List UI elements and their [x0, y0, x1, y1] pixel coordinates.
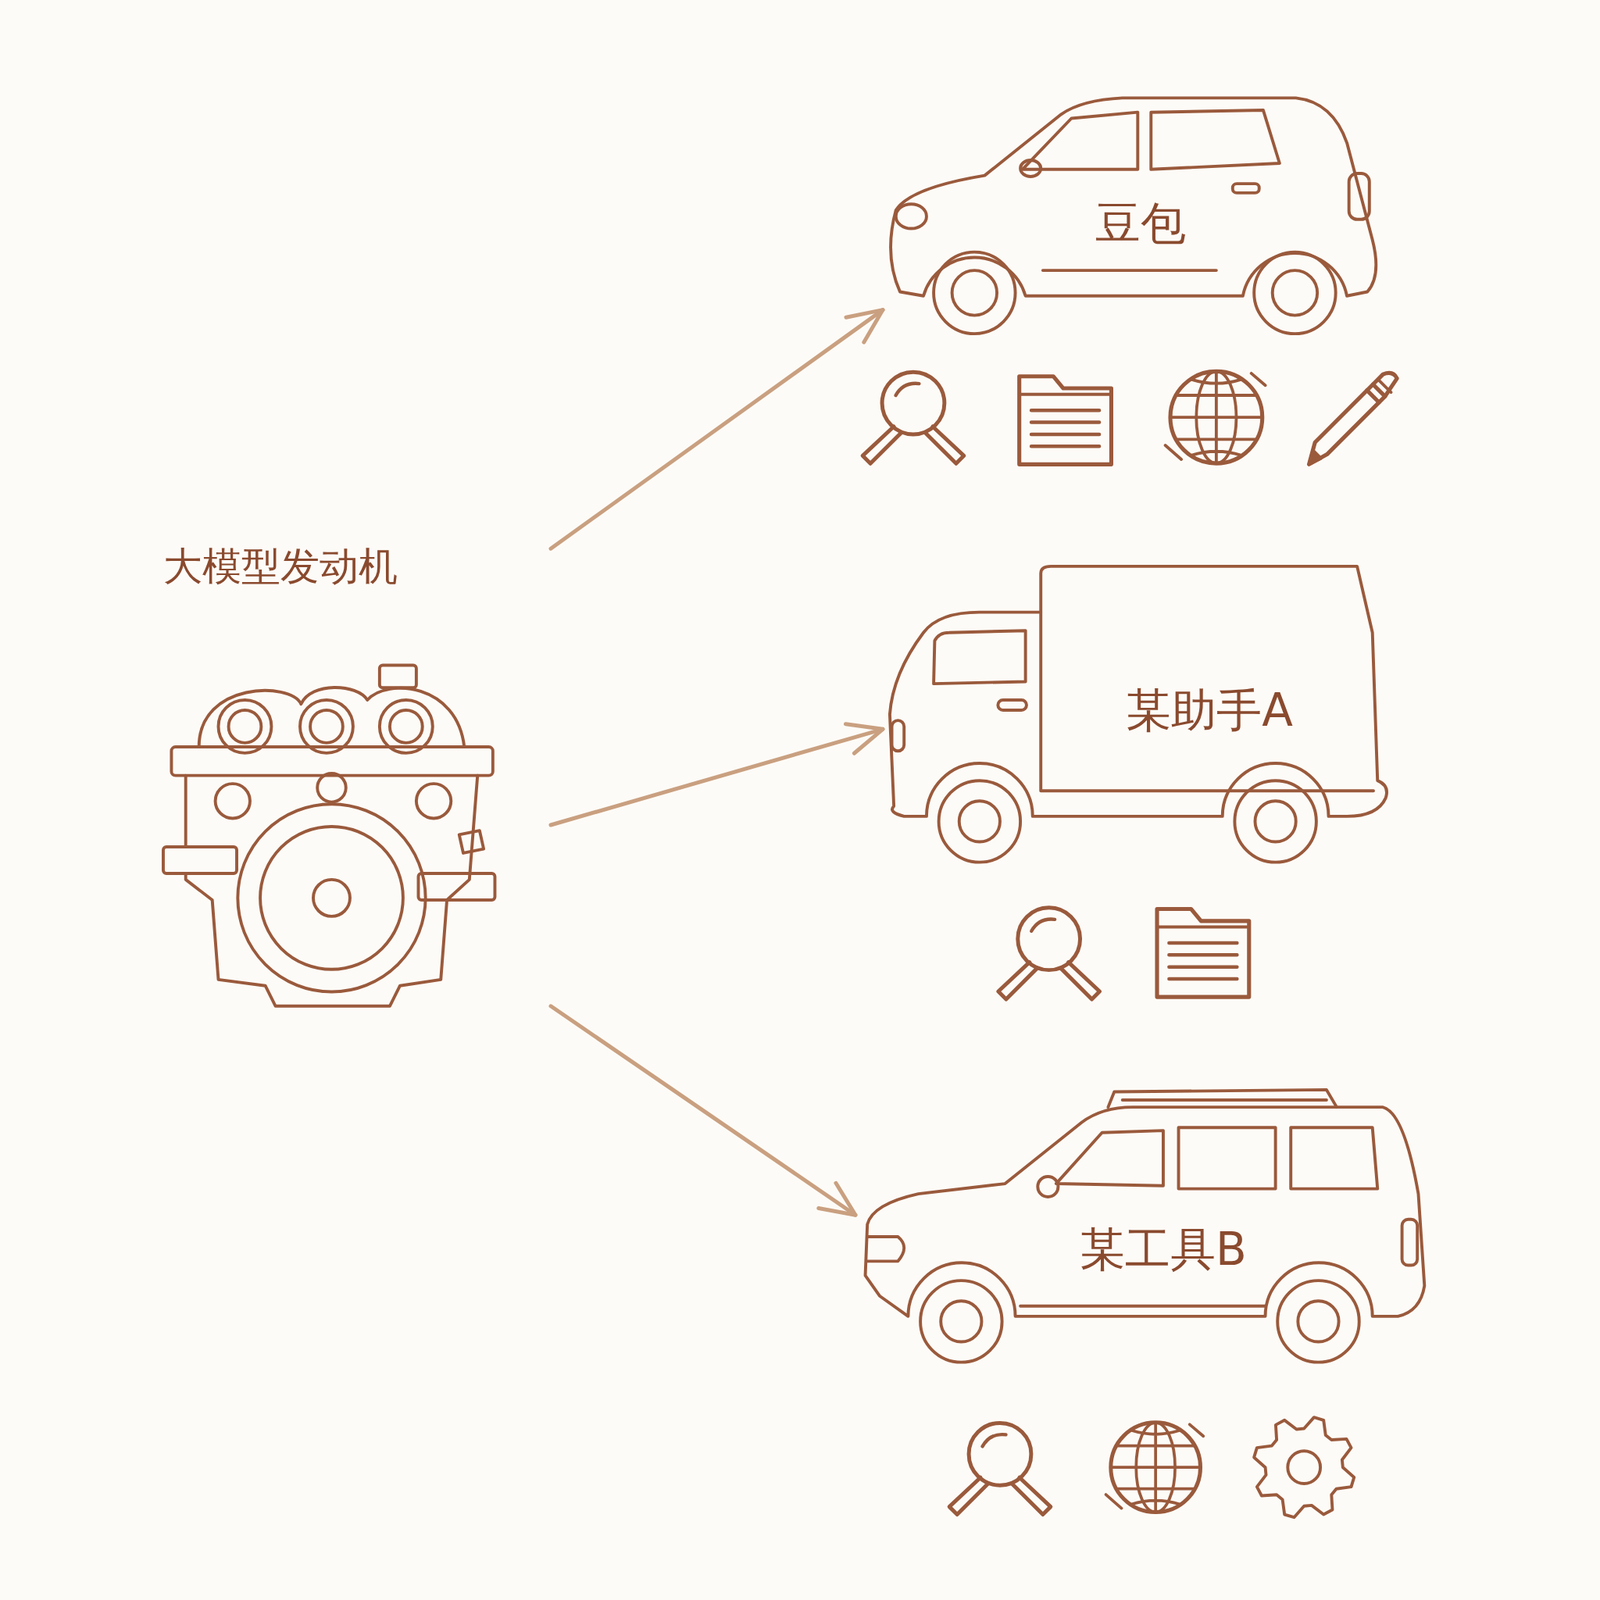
search-icon — [862, 371, 965, 464]
vehicle-label: 某助手A — [1125, 685, 1293, 736]
folder-icon — [1157, 908, 1250, 997]
arrow-connector — [550, 724, 883, 825]
truck-node: 某助手A — [882, 562, 1391, 872]
search-icon — [998, 907, 1100, 1000]
arrow-line — [550, 1006, 856, 1215]
arrow-line — [550, 728, 883, 825]
vehicle-label: 某工具B — [1079, 1225, 1247, 1275]
truck-drawing — [889, 566, 1387, 863]
gear-outline — [1253, 1417, 1354, 1518]
car-node: 豆包 — [882, 89, 1387, 340]
folder-icon — [1019, 376, 1112, 465]
vehicle-label: 豆包 — [1095, 199, 1186, 250]
arrow-head — [845, 724, 883, 754]
engine-drawing — [163, 665, 495, 1007]
globe-icon — [1165, 371, 1266, 464]
suv-node: 某工具B — [855, 1082, 1426, 1372]
globe-icon — [1106, 1422, 1204, 1513]
arrow-connector — [550, 1006, 856, 1215]
gear-icon — [1253, 1417, 1354, 1518]
suv-drawing — [865, 1089, 1425, 1363]
arrow-head — [846, 310, 883, 343]
arrow-line — [550, 310, 883, 550]
arrow-connector — [550, 310, 883, 550]
arrow-head — [818, 1182, 856, 1215]
search-icon — [949, 1422, 1051, 1515]
engine-node: 大模型发动机 — [152, 539, 551, 1016]
pen-icon — [1309, 372, 1398, 465]
car-drawing — [890, 97, 1376, 334]
gear-hole — [1287, 1450, 1321, 1484]
engine-label: 大模型发动机 — [163, 545, 398, 589]
